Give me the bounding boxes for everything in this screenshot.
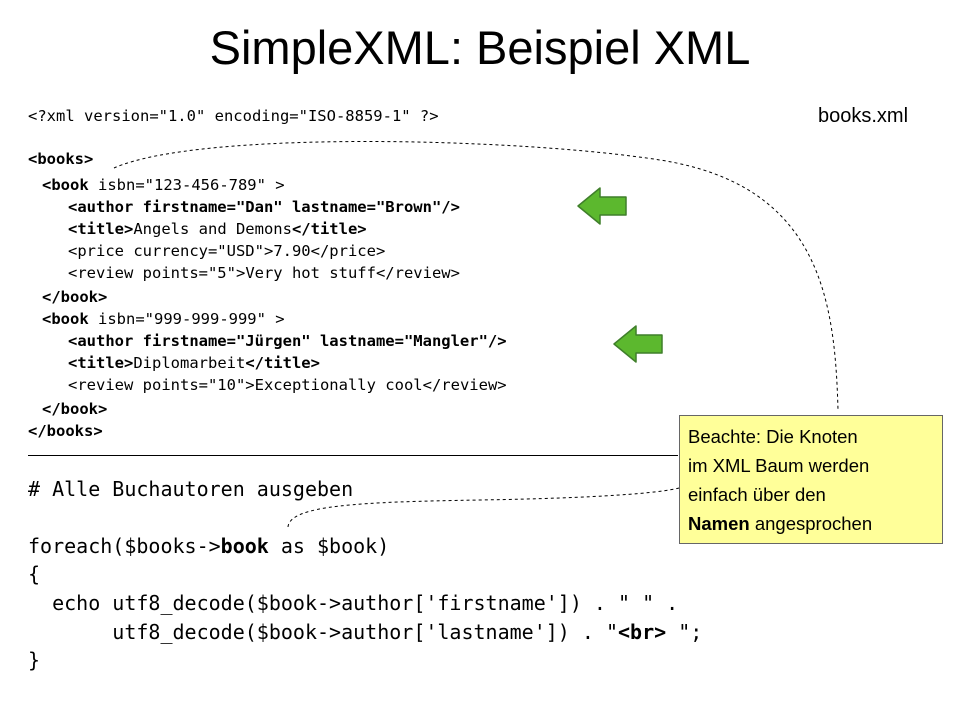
left-arrow-icon (577, 187, 627, 225)
xml-books-open: <books> (28, 150, 94, 168)
xml-prolog: <?xml version="1.0" encoding="ISO-8859-1… (28, 107, 439, 125)
code-close-brace: } (28, 648, 41, 672)
code-open-brace: { (28, 562, 41, 586)
file-name-label: books.xml (818, 105, 909, 127)
code-echo-line: echo utf8_decode($book->author['firstnam… (28, 591, 679, 615)
xml-book2-review: <review points="10">Exceptionally cool</… (68, 376, 507, 394)
code-echo-line-2: utf8_decode($book->author['lastname']) .… (28, 620, 703, 644)
xml-book1-close: </book> (42, 288, 108, 306)
callout-line: Beachte: Die Knoten (688, 426, 858, 447)
xml-book1-title: <title>Angels and Demons</title> (68, 220, 367, 238)
xml-book2-author: <author firstname="Jürgen" lastname="Man… (68, 332, 507, 350)
xml-book1-price: <price currency="USD">7.90</price> (68, 242, 386, 260)
xml-book1-review: <review points="5">Very hot stuff</revie… (68, 264, 460, 282)
section-divider (28, 455, 678, 456)
code-comment: # Alle Buchautoren ausgeben (28, 477, 354, 501)
xml-book2-close: </book> (42, 400, 108, 418)
xml-book1-open: <book isbn="123-456-789" > (42, 176, 285, 194)
code-foreach: foreach($books->book as $book) (28, 534, 390, 558)
callout-line: einfach über den (688, 484, 826, 505)
left-arrow-icon (613, 325, 663, 363)
xml-book2-title: <title>Diplomarbeit</title> (68, 354, 320, 372)
xml-books-close: </books> (28, 422, 103, 440)
xml-book1-author: <author firstname="Dan" lastname="Brown"… (68, 198, 460, 216)
note-callout: Beachte: Die Knoten im XML Baum werden e… (679, 415, 943, 544)
callout-line: Namen angesprochen (688, 513, 873, 534)
xml-book2-open: <book isbn="999-999-999" > (42, 310, 285, 328)
slide-title: SimpleXML: Beispiel XML (209, 21, 751, 74)
callout-line: im XML Baum werden (688, 455, 870, 476)
